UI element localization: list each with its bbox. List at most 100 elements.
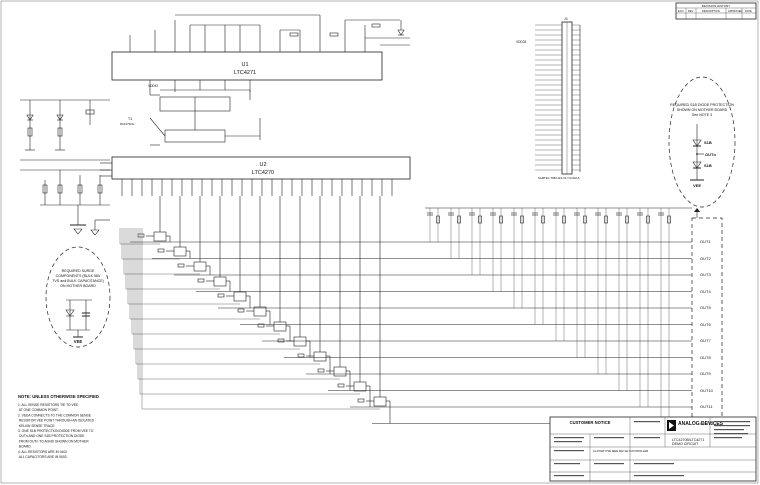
note-line: AT ONE COMMON POINT. [18,408,59,412]
chip-u1: U1 LTC4271 [111,51,383,81]
output-label: OUT12 [700,420,713,426]
transformer-t1: T1 PA3174NL [120,89,261,146]
output-label: OUT7 [700,338,711,343]
diode-note-line-1: REQUIRED S1B DIODE PROTECTION [670,103,734,107]
note-line: FROM OUTn TO AGND SHOWN ON MOTHER [18,439,89,443]
sense-resistor [257,323,265,328]
port-array [119,196,692,424]
u1-bottom-pins [149,80,251,95]
revision-block: REVISION HISTORY ECO REV DESCRIPTION APP… [675,2,757,20]
rev-col-desc: DESCRIPTION [702,9,720,13]
connector-j1: J1 SAMTEC TMM-115-01-T-D-SM-A [538,17,580,180]
output-label: OUT5 [700,305,711,310]
output-label: OUT6 [700,321,711,327]
fet-block [373,396,387,407]
fet-block [213,276,227,287]
sense-resistor [217,293,225,298]
u1-ref: U1 [241,62,248,68]
sense-resistor [137,233,145,238]
resistor [436,215,440,224]
output-label: OUT10 [700,387,713,393]
surge-vee-label: VEE [74,339,83,344]
fet-block [313,351,327,362]
vdd33-label: VDD33 [516,40,527,44]
diode-note: REQUIRED S1B DIODE PROTECTION SHOWN ON M… [668,76,736,218]
surge-note: REQUIRED SURGE COMPONENTS (BULK 58V TVS … [45,246,111,348]
left-supply-components [20,99,110,236]
resistor [625,215,629,224]
output-label: OUT11 [700,404,713,409]
resistor [604,215,608,224]
output-label: OUT2 [700,255,711,261]
rev-col-eco: ECO [678,9,684,13]
sense-resistor [177,263,185,268]
u2-ref: U2 [259,162,266,168]
output-label: OUT3 [700,272,711,277]
t1-part: PA3174NL [120,122,135,126]
fet-block [193,261,207,272]
notes-list: 1. ALL SENSE RESISTORS TIE TO VEE AT ONE… [18,403,95,459]
title-description: 12-PORT PSE IEEE 802.3at CONTROLLER [593,449,648,453]
fet-block [353,381,367,392]
notes-block: NOTE: UNLESS OTHERWISE SPECIFIED 1. ALL … [18,394,99,459]
note-line: RESISTOR VEE POINT THROUGH AN ISOLATED [18,419,95,423]
fet-block [253,306,267,317]
chip-u2: U2 LTC4270 [111,156,411,180]
u2-part: LTC4270 [252,170,274,176]
rev-col-rev: REV [688,9,694,13]
note-line: KELVIN SENSE TRACE. [18,424,56,428]
resistor [562,215,566,224]
sense-resistor [197,278,205,283]
adi-logo [667,420,676,431]
note-line: 2. VEEA CONNECTS TO THE COMMON SENSE [18,413,92,417]
note-line: OUTn AND ONE S1B PROTECTION DIODE [18,434,85,438]
note-line: 3. ONE S1B PROTECTION DIODE FROM VEE TO [18,429,94,433]
surge-note-line-3: TVS and BULK CAPACITANCE) [52,279,104,283]
rev-col-date: DATE [745,9,752,13]
company-name: ANALOG DEVICES [678,421,724,427]
notes-title: NOTE: UNLESS OTHERWISE SPECIFIED [18,394,99,399]
surge-note-line-2: COMPONENTS (BULK 58V [56,274,101,278]
diode-out-label: OUTn [705,152,716,157]
fet-block [153,231,167,242]
note-line: BOARD. [18,445,32,449]
fet-block [233,291,247,302]
diode-vee-label: VEE [693,183,701,188]
resistor [520,215,524,224]
output-label: OUT9 [700,371,711,376]
j1-ref: J1 [564,17,568,21]
output-label: OUT4 [700,288,711,294]
surge-note-line-1: REQUIRED SURGE [62,269,95,273]
note-line: 4. ALL RESISTORS ARE IN 0402. [18,450,68,454]
sense-resistor [237,308,245,313]
u1-part: LTC4271 [234,70,256,76]
output-bus [130,217,723,425]
fet-block [173,246,187,257]
j1-pins [535,24,581,172]
diode-d2-label: S1B [704,163,712,168]
arrow-up-icon [694,208,700,212]
revision-header: REVISION HISTORY [702,4,730,8]
resistor [499,215,503,224]
fet-block [273,321,287,332]
j1-part: SAMTEC TMM-115-01-T-D-SM-A [538,176,580,180]
fet-block [293,336,307,347]
resistor [541,215,545,224]
sense-resistor [357,398,365,403]
sense-resistor [297,353,305,358]
company-name-text: ANALOG DEVICES [678,421,724,427]
sense-resistor [337,383,345,388]
fet-block [333,366,347,377]
resistor [478,215,482,224]
output-label: OUT8 [700,354,711,360]
note-line: 1. ALL SENSE RESISTORS TIE TO VEE [18,403,79,407]
diode-d1-label: S1B [704,140,712,145]
u1-top-pins [129,14,410,52]
rev-col-approved: APPROVED [728,9,743,13]
diode-note-line-2: SHOWN ON MOTHER BOARD [677,108,728,112]
resistor [583,215,587,224]
title-block: CUSTOMER NOTICE ANALOG DEVICES LTC4270B/… [549,416,757,482]
sense-resistor [277,338,285,343]
